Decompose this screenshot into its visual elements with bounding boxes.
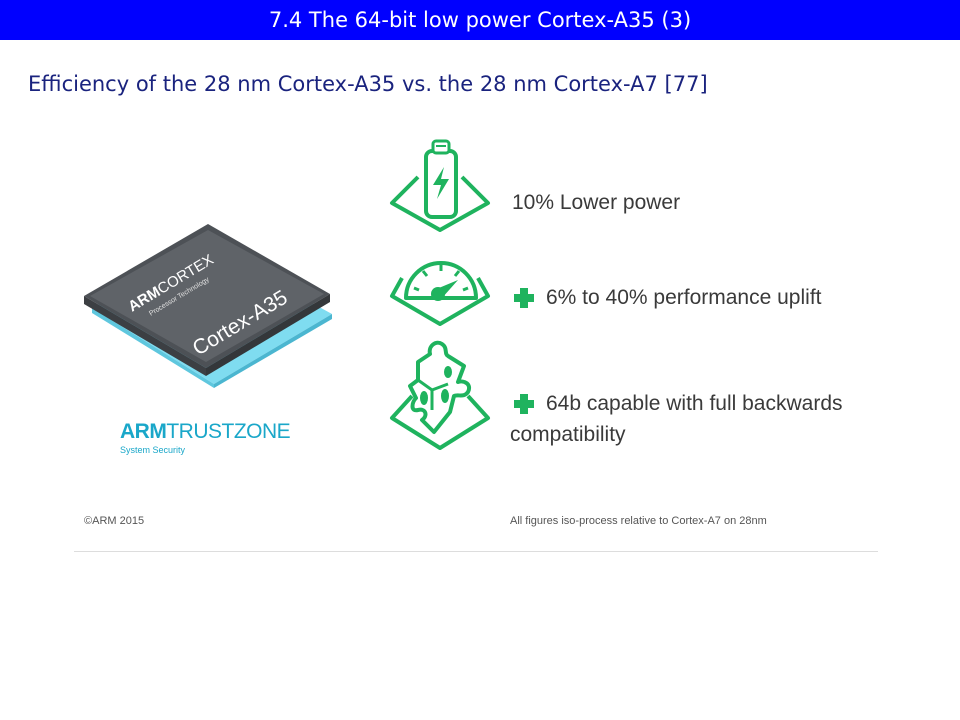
copyright-text: ©ARM 2015 [84,515,145,527]
feature-performance-uplift: 6% to 40% performance uplift [546,286,822,309]
plus-icon [514,288,534,308]
trustzone-caption: System Security [120,445,186,455]
speedometer-icon [390,261,490,326]
title-bar: 7.4 The 64-bit low power Cortex-A35 (3) [0,0,960,40]
slide-title: 7.4 The 64-bit low power Cortex-A35 (3) [268,8,692,32]
divider [74,551,878,552]
trustzone-logo: ARMTRUSTZONE System Security [120,420,291,455]
puzzle-icon [390,340,490,450]
iso-process-note: All figures iso-process relative to Cort… [510,515,767,527]
trustzone-prefix: ARM [120,420,167,443]
slide-subtitle: Efficiency of the 28 nm Cortex-A35 vs. t… [28,72,708,96]
trustzone-suffix: TRUSTZONE [166,420,291,443]
feature-64b-capable-line1: 64b capable with full backwards [546,392,843,415]
plus-icon [514,394,534,414]
battery-icon [390,139,490,232]
feature-64b-capable-line2: compatibility [510,423,626,446]
feature-lower-power: 10% Lower power [512,191,681,214]
cortex-a35-chip-illustration: ARMCORTEX Processor Technology Cortex-A3… [84,224,332,388]
